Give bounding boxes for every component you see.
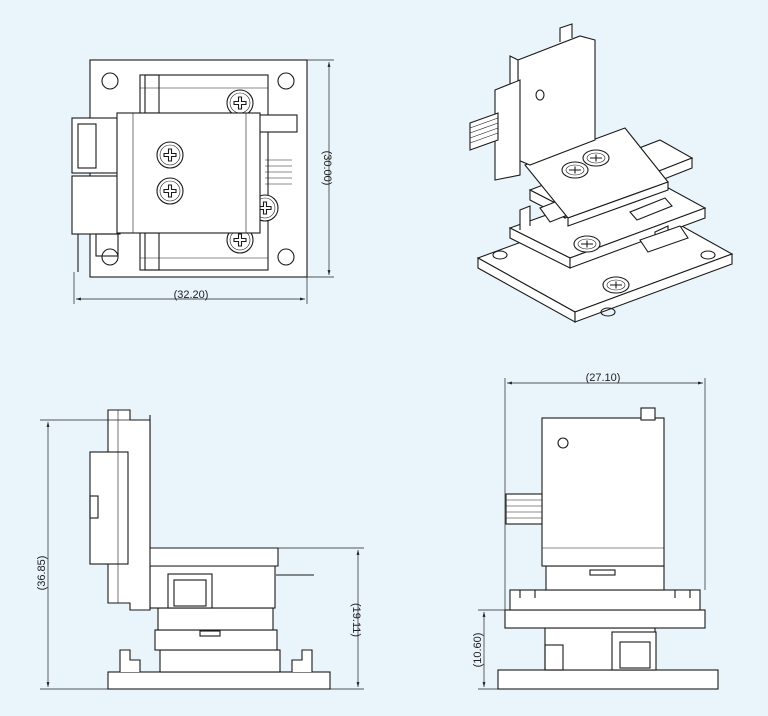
mounting-hole-br (277, 248, 295, 266)
top-block (116, 112, 261, 234)
side-mid-plate (154, 629, 278, 651)
front-mid-plate (504, 609, 706, 629)
mounting-hole-tl (101, 72, 119, 90)
front-base (497, 669, 719, 690)
right-tab (254, 114, 298, 133)
mounting-hole-bl (101, 248, 119, 266)
side-view: (36.85) (19.11) (36, 409, 364, 690)
front-upright (541, 417, 665, 567)
dim-front-base: (10.60) (472, 633, 484, 668)
dim-top-width: (32.20) (174, 289, 209, 301)
mounting-hole-tr (277, 72, 295, 90)
front-view: (27.10) (10.60) (472, 372, 719, 690)
dim-side-lower: (19.11) (350, 603, 362, 637)
dim-front-width: (27.10) (586, 372, 621, 384)
side-upright (149, 415, 279, 567)
dim-side-total: (36.85) (36, 556, 48, 591)
isometric-view (469, 23, 734, 323)
side-base (107, 671, 331, 690)
dim-top-height: (30.00) (321, 151, 333, 186)
top-view: (32.20) (30.00) (71, 59, 334, 304)
